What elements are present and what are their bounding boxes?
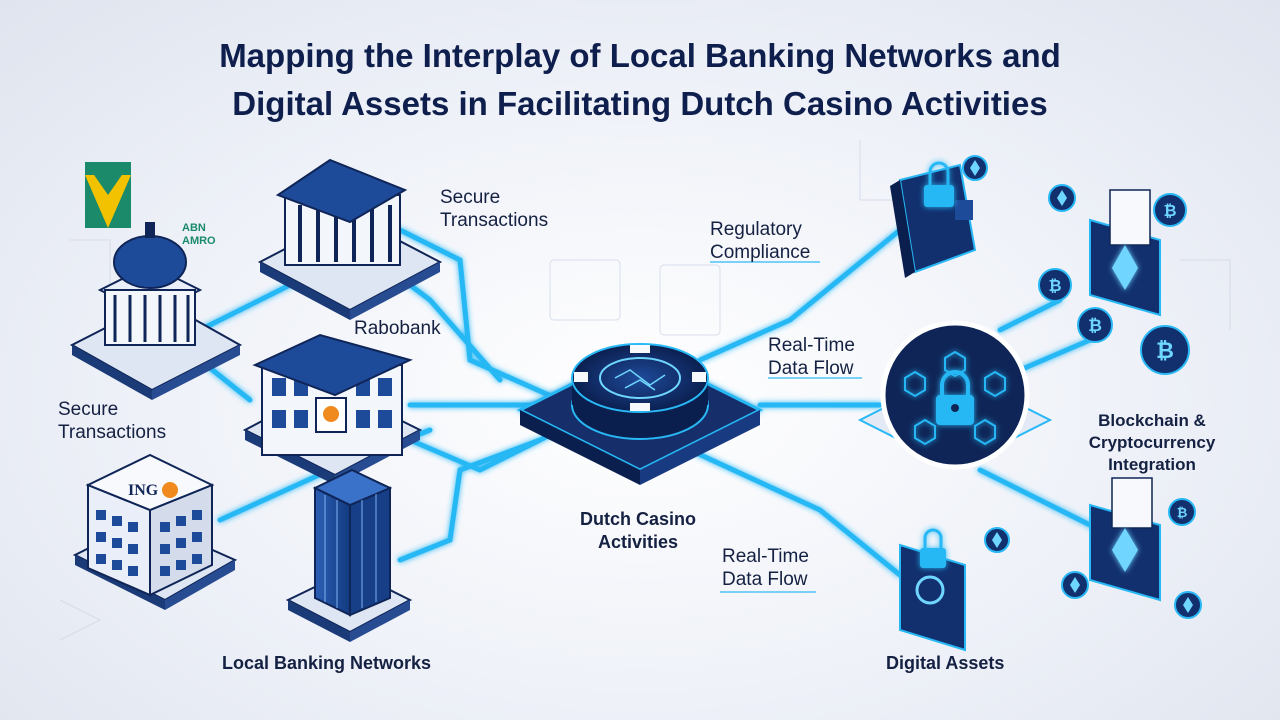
label-regulatory-compliance: Regulatory Compliance — [710, 219, 811, 263]
label-blockchain: Blockchain & Cryptocurrency Integration — [1088, 411, 1216, 474]
bitcoin-coin-icon: ₿ — [1153, 193, 1187, 227]
bank-building-abn — [69, 222, 243, 400]
abn-amro-logo — [85, 162, 131, 228]
ethereum-coin-icon — [1112, 245, 1138, 290]
bank-building-tower — [285, 468, 413, 642]
wallet-right-bottom — [1089, 477, 1161, 602]
background-circuit — [59, 140, 1231, 641]
link-blockchain-1 — [997, 297, 1063, 333]
svg-text:₿: ₿ — [1088, 316, 1102, 336]
casino-chip-hub — [516, 343, 764, 485]
svg-text:₿: ₿ — [1156, 339, 1174, 364]
padlock-icon — [920, 548, 946, 568]
ethereum-coin-icon — [1048, 184, 1076, 212]
wallet-top — [890, 161, 977, 278]
label-underlines — [710, 261, 862, 593]
crypto-coins: ₿ ₿ ₿ ₿ ₿ — [962, 155, 1202, 619]
blockchain-hub — [857, 320, 1053, 470]
svg-text:₿: ₿ — [1177, 506, 1188, 521]
wallet-bottom — [899, 528, 966, 652]
link-realtime-bottom — [687, 447, 903, 578]
label-local-banking: Local Banking Networks — [222, 653, 432, 673]
bitcoin-coin-icon: ₿ — [1038, 268, 1072, 302]
link-mid-bank-2 — [407, 427, 563, 473]
wallet-right-top — [1089, 189, 1161, 317]
ethereum-coin-icon — [1174, 591, 1202, 619]
label-real-time-bottom: Real-Time Data Flow — [722, 546, 809, 590]
link-tl-bank — [197, 277, 303, 333]
label-digital-assets: Digital Assets — [886, 653, 1005, 673]
ethereum-coin-icon — [1061, 571, 1089, 599]
page-title: Mapping the Interplay of Local Banking N… — [219, 37, 1061, 122]
bitcoin-coin-icon: ₿ — [1140, 325, 1190, 375]
link-blockchain-3 — [977, 467, 1103, 533]
label-rabobank: Rabobank — [354, 318, 441, 339]
link-regulatory — [697, 227, 903, 363]
svg-text:₿: ₿ — [1163, 201, 1176, 220]
padlock-icon — [924, 185, 954, 207]
link-tower — [397, 437, 543, 563]
bank-building-ing — [72, 453, 238, 610]
label-dutch-casino: Dutch Casino Activities — [579, 509, 696, 552]
label-real-time-top: Real-Time Data Flow — [768, 335, 855, 379]
link-blockchain-2 — [1017, 337, 1093, 373]
padlock-icon — [936, 370, 974, 425]
svg-text:₿: ₿ — [1048, 276, 1061, 295]
bitcoin-coin-icon: ₿ — [1168, 498, 1196, 526]
label-secure-transactions-left: Secure Transactions — [58, 399, 167, 443]
ethereum-coin-icon — [984, 527, 1010, 553]
abn-amro-wordmark: ABN AMRO — [182, 222, 216, 247]
bank-building-top — [257, 158, 443, 320]
ethereum-coin-icon — [1112, 528, 1138, 572]
ing-wordmark: ING — [128, 482, 159, 499]
ethereum-coin-icon — [962, 155, 988, 181]
bitcoin-coin-icon: ₿ — [1077, 307, 1113, 343]
link-top-bank — [397, 227, 563, 403]
bank-building-rabobank — [242, 333, 423, 485]
label-secure-transactions-top: Secure Transactions — [440, 187, 549, 231]
